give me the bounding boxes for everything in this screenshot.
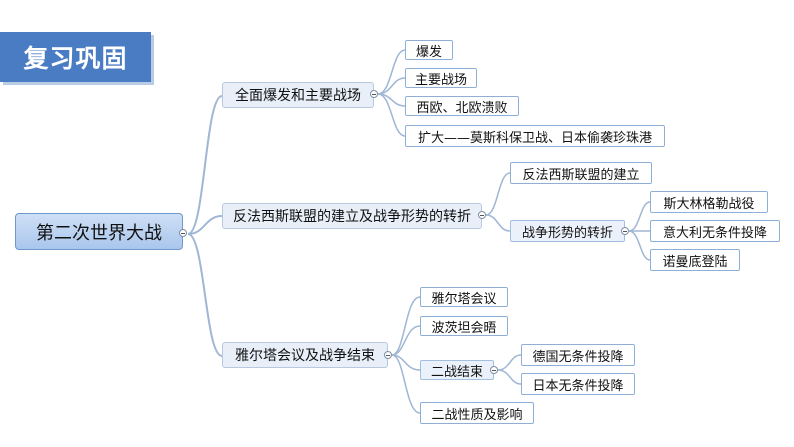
connector-root-branch3 [187, 233, 223, 357]
collapse-icon[interactable] [179, 229, 187, 237]
branch-node-2[interactable]: 反法西斯联盟的建立及战争形势的转折 [222, 203, 482, 229]
collapse-icon[interactable] [478, 211, 486, 219]
collapse-icon[interactable] [384, 351, 392, 359]
leaf-node[interactable]: 西欧、北欧溃败 [405, 96, 519, 116]
section-banner: 复习巩固 [0, 32, 151, 82]
connector-root-branch1 [187, 95, 223, 235]
leaf-node[interactable]: 二战性质及影响 [420, 402, 534, 424]
leaf-node[interactable]: 主要战场 [405, 68, 477, 88]
branch-node-1[interactable]: 全面爆发和主要战场 [222, 82, 374, 108]
collapse-icon[interactable] [490, 366, 498, 374]
collapse-icon[interactable] [621, 227, 629, 235]
leaf-node[interactable]: 反法西斯联盟的建立 [510, 162, 652, 184]
connector-root-branch2 [187, 215, 223, 235]
leaf-node[interactable]: 爆发 [405, 40, 453, 60]
leaf-node[interactable]: 波茨坦会晤 [420, 316, 508, 336]
sub-node[interactable]: 战争形势的转折 [510, 220, 625, 242]
root-node[interactable]: 第二次世界大战 [15, 213, 183, 250]
sub-node[interactable]: 二战结束 [420, 360, 494, 380]
collapse-icon[interactable] [370, 90, 378, 98]
branch-node-3[interactable]: 雅尔塔会议及战争结束 [222, 342, 388, 368]
leaf-node[interactable]: 雅尔塔会议 [420, 287, 508, 307]
leaf-node[interactable]: 日本无条件投降 [521, 373, 635, 395]
leaf-node[interactable]: 诺曼底登陆 [650, 249, 740, 271]
leaf-node[interactable]: 扩大——莫斯科保卫战、日本偷袭珍珠港 [405, 125, 665, 147]
leaf-node[interactable]: 德国无条件投降 [521, 344, 635, 366]
leaf-node[interactable]: 斯大林格勒战役 [650, 191, 768, 213]
leaf-node[interactable]: 意大利无条件投降 [650, 220, 780, 242]
